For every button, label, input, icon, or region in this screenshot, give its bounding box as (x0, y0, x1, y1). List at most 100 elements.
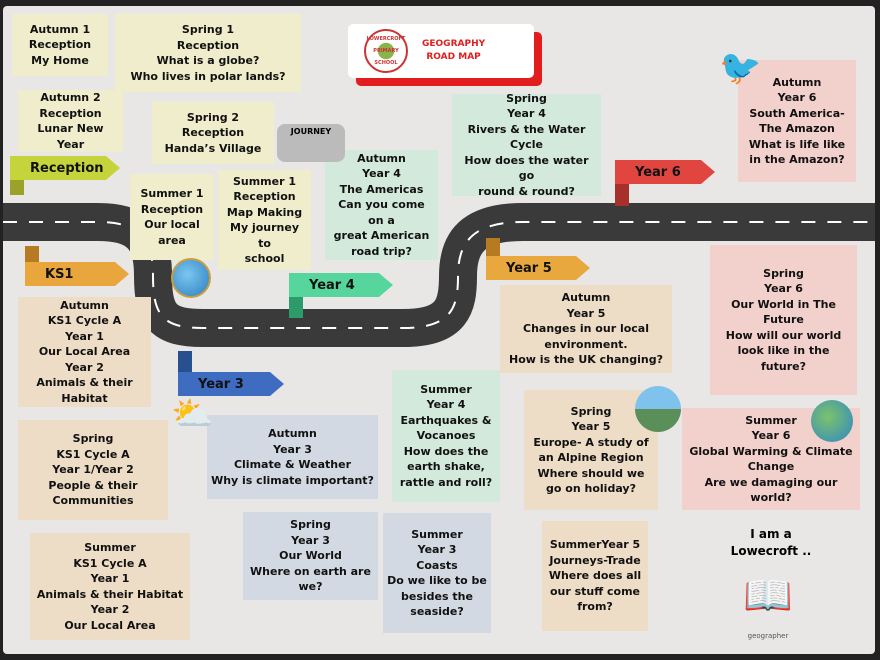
card-line: Europe- A study of (533, 435, 649, 449)
card-line: Reception (28, 38, 92, 52)
school-logo: LOWERCROFT PRIMARY SCHOOL (364, 29, 408, 73)
footer-line-1: I am a (750, 527, 792, 541)
card-line: South America- (749, 106, 845, 120)
card-line: our stuff come (549, 584, 641, 598)
card-term: Spring (72, 432, 114, 446)
card-line: an Alpine Region (538, 451, 644, 464)
title-line-2: ROAD MAP (426, 52, 481, 62)
card-line: Year 4 (507, 107, 546, 121)
card-line: Year 1 (65, 329, 104, 343)
geographer-illustration: 📖 (743, 573, 793, 619)
card-line: Map Making (226, 205, 303, 219)
year3-post (178, 351, 192, 375)
card-line: Who lives in polar lands? (130, 69, 286, 83)
card-term: Spring 1 (181, 23, 235, 36)
card-line: besides the (401, 589, 473, 603)
hot-earth-icon (811, 400, 853, 442)
card-line: Coasts (416, 558, 458, 572)
card-line: How does the (403, 444, 489, 458)
card-line: Reception (140, 202, 204, 216)
card-line: Our World in The (731, 297, 836, 311)
stage-ks1-arrow: KS1 (25, 262, 129, 286)
card-line: road trip? (351, 244, 412, 258)
card-line: Global Warming & Climate (689, 444, 853, 458)
card-term: Summer 1 (232, 174, 297, 188)
card-line: Communities (52, 494, 134, 508)
card-line: How does the water go (464, 153, 589, 183)
card-term: Autumn (268, 427, 317, 440)
card-line: Reception (181, 126, 245, 140)
card-term: Autumn (60, 298, 109, 312)
card-line: we? (298, 580, 323, 594)
card-line: Where on earth are (250, 564, 371, 578)
card-term: Summer (411, 527, 463, 541)
card-line: What is life like (748, 137, 846, 151)
card-line: Future (763, 313, 804, 327)
card-term: Summer (84, 541, 136, 554)
stage-reception-arrow: Reception (10, 156, 120, 180)
card-line: Reception (176, 38, 240, 52)
card-line: Year 4 (426, 398, 466, 412)
card-term: Summer (745, 413, 797, 427)
card-line: My Home (31, 53, 89, 67)
card-line: Do we like to be (387, 574, 487, 587)
footer-line-2: Lowecroft .. (730, 544, 812, 558)
card-line: earth shake, (407, 460, 485, 474)
card-line: round & round? (478, 184, 575, 198)
card-line: Are we damaging our world? (704, 475, 838, 505)
card-line: The Amazon (759, 122, 835, 135)
weather-icon: ⛅ (171, 394, 214, 434)
card-term: Summer (420, 382, 472, 396)
card-line: Year 3 (273, 442, 312, 456)
card-line: Reception (39, 106, 102, 120)
card-term: Spring (506, 91, 547, 105)
card-term: Spring (570, 404, 612, 418)
card-line: go on holiday? (546, 482, 636, 495)
card-line: in the Amazon? (749, 153, 845, 166)
card-line: Year 6 (777, 91, 817, 104)
lowecroft-geographer-text: I am a Lowecroft .. (721, 526, 821, 560)
card-term: Autumn (772, 75, 822, 89)
school-name: LOWERCROFT PRIMARY SCHOOL (366, 36, 406, 66)
card-line: Year 2 (65, 360, 104, 374)
card-line: area (158, 233, 186, 247)
card-term: Autumn (357, 151, 406, 165)
toucan-icon: 🐦 (719, 48, 762, 88)
card-term: Autumn 1 (29, 22, 91, 36)
card-line: Year 1 (90, 572, 130, 585)
card-line: Vocanoes (416, 429, 476, 443)
card-line: Year 4 (362, 167, 401, 181)
card-line: How is the UK changing? (509, 353, 663, 367)
card-line: Earthquakes & (400, 413, 492, 427)
card-line: Year 2 (90, 603, 130, 616)
card-term: Autumn 2 (40, 91, 101, 104)
card-line: Year 5 (571, 420, 611, 433)
card-line: Reception (233, 190, 296, 203)
card-line: Our Local Area (38, 345, 131, 359)
card-line: Animals & their Habitat (36, 376, 133, 405)
journey-sign: JOURNEY (277, 124, 345, 162)
card-line: great American (333, 229, 430, 243)
card-line: My journey to (230, 221, 299, 250)
card-line: Rivers & the Water Cycle (467, 122, 586, 152)
card-line: Climate & Weather (233, 458, 352, 471)
year6-post (615, 182, 629, 206)
stage-year4-arrow: Year 4 (289, 273, 393, 297)
card-line: Our World (279, 549, 342, 563)
card-line: future? (761, 359, 806, 373)
card-line: Journeys-Trade (549, 553, 641, 567)
card-line: Year 1/Year 2 (52, 463, 134, 477)
card-line: Why is climate important? (211, 473, 374, 487)
